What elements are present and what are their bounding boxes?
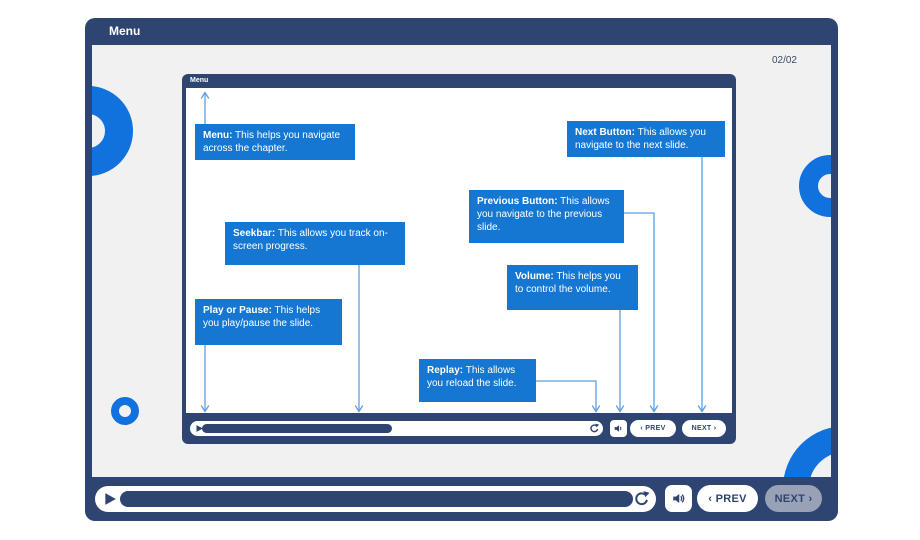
slide-illustration: Menu Menu: This helps you navigate acros… — [182, 74, 736, 444]
callout-replay-label: Replay: — [427, 365, 464, 376]
callout-volume-text: This helps you to control the volume. — [515, 271, 621, 296]
next-button[interactable]: NEXT › — [765, 485, 822, 512]
callout-next-text: This allows you navigate to the next sli… — [575, 127, 706, 152]
slide-mini-header: Menu — [182, 74, 736, 88]
callout-seekbar-label: Seekbar: — [233, 228, 276, 239]
page-counter: 02/02 — [771, 55, 797, 66]
mini-prev-button: ‹ PREV — [630, 420, 676, 437]
seekbar-track[interactable] — [120, 491, 633, 507]
slide-mini-playbar: ‹ PREV NEXT › — [182, 413, 736, 444]
callout-seekbar: Seekbar: This allows you track on-screen… — [225, 222, 405, 265]
seekbar-progress — [120, 491, 633, 507]
player-title: Menu — [109, 24, 141, 38]
decor-ring-left-small — [111, 397, 139, 425]
callout-next-button: Next Button: This allows you navigate to… — [567, 121, 725, 158]
mini-next-button: NEXT › — [682, 420, 726, 437]
mini-seekbar-progress — [202, 424, 392, 433]
decor-ring-left-large — [92, 86, 133, 176]
callout-replay: Replay: This allows you reload the slide… — [419, 359, 536, 402]
slide-stage: Menu Menu: This helps you navigate acros… — [92, 45, 831, 477]
decor-ring-right — [799, 155, 831, 217]
callout-seekbar-text: This allows you track on-screen progress… — [233, 228, 388, 253]
callout-play-pause: Play or Pause: This helps you play/pause… — [195, 299, 342, 345]
mini-speaker-icon — [614, 425, 622, 432]
callout-menu-text: This helps you navigate across the chapt… — [203, 130, 341, 155]
mini-replay-icon — [590, 423, 600, 433]
mini-volume-button — [610, 420, 627, 437]
course-player-window: Menu 02/02 Menu — [85, 18, 838, 521]
callout-next-label: Next Button: — [575, 127, 635, 138]
callout-menu-label: Menu: — [203, 130, 233, 141]
volume-button[interactable] — [665, 485, 692, 512]
callout-volume: Volume: This helps you to control the vo… — [507, 265, 638, 310]
decor-ring-bottom-right — [783, 426, 831, 477]
player-playbar: ‹ PREV NEXT › — [85, 477, 838, 521]
slide-mini-title: Menu — [190, 77, 209, 84]
callout-play-text: This helps you play/pause the slide. — [203, 305, 321, 330]
player-header: Menu — [85, 18, 838, 45]
mini-seekbar-track — [202, 424, 582, 433]
speaker-icon — [673, 494, 685, 503]
callout-play-label: Play or Pause: — [203, 305, 272, 316]
callout-previous-button: Previous Button: This allows you navigat… — [469, 190, 624, 243]
seekbar[interactable] — [95, 486, 656, 512]
play-icon[interactable] — [103, 492, 117, 506]
callout-replay-text: This allows you reload the slide. — [427, 365, 517, 390]
replay-icon[interactable] — [633, 490, 651, 508]
prev-button[interactable]: ‹ PREV — [697, 485, 758, 512]
callout-prev-label: Previous Button: — [477, 196, 558, 207]
mini-seekbar — [190, 421, 603, 436]
callout-menu: Menu: This helps you navigate across the… — [195, 124, 355, 161]
callout-prev-text: This allows you navigate to the previous… — [477, 196, 610, 234]
callout-volume-label: Volume: — [515, 271, 554, 282]
mini-play-icon — [196, 425, 203, 432]
